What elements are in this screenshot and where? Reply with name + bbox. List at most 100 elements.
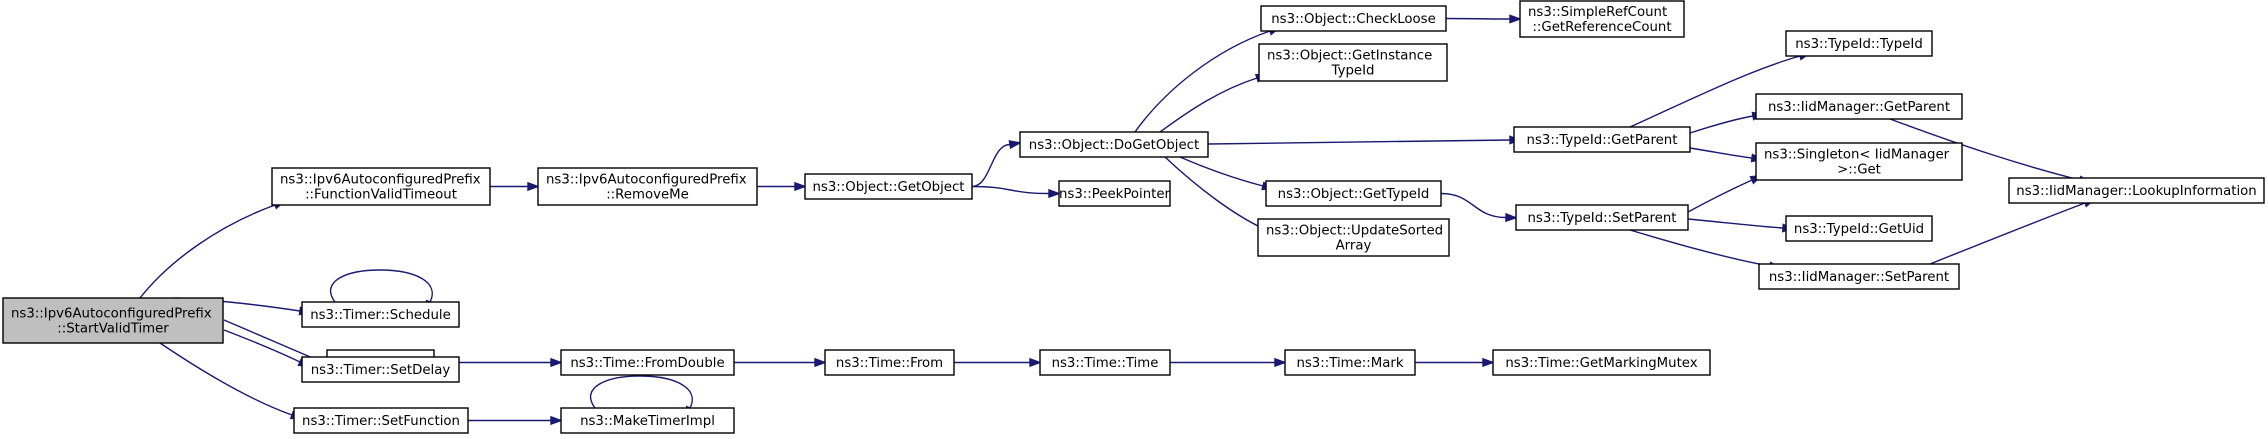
node-box [301, 301, 460, 328]
edge-arrowhead [794, 181, 808, 192]
node-label: TypeId [1331, 64, 1375, 79]
node-label: ns3::TypeId::GetParent [1527, 133, 1678, 148]
edge-line [329, 269, 433, 303]
node-label: ns3::Object::GetTypeId [1278, 187, 1430, 202]
edge-dogetobject-to-getinstance [1159, 73, 1269, 133]
node-box [1258, 43, 1448, 82]
node-fvt[interactable]: ns3::Ipv6AutoconfiguredPrefix::FunctionV… [271, 167, 491, 206]
edge-tidsetparent-to-iidsetparent [1629, 229, 1782, 271]
edge-arrowhead [1008, 140, 1022, 150]
node-objgettypeid[interactable]: ns3::Object::GetTypeId [1265, 180, 1442, 207]
node-iidgetparent[interactable]: ns3::IidManager::GetParent [1755, 93, 1963, 120]
node-setdelay[interactable]: ns3::Timer::SetDelay [301, 356, 460, 383]
node-box [1513, 126, 1691, 153]
node-tidsetparent[interactable]: ns3::TypeId::SetParent [1515, 204, 1689, 231]
node-label: ns3::Ipv6AutoconfiguredPrefix [11, 307, 212, 322]
node-iidsetparent[interactable]: ns3::IidManager::SetParent [1758, 263, 1960, 290]
node-label: ns3::IidManager::SetParent [1769, 270, 1949, 285]
edge-line [1440, 192, 1507, 219]
node-from[interactable]: ns3::Time::From [824, 349, 955, 376]
node-start[interactable]: ns3::Ipv6AutoconfiguredPrefix::StartVali… [2, 297, 224, 344]
edge-fvt-to-removeme [490, 181, 541, 192]
node-box [1755, 142, 1963, 181]
node-checkloose[interactable]: ns3::Object::CheckLoose [1260, 5, 1447, 32]
node-tidtypeid[interactable]: ns3::TypeId::TypeId [1785, 30, 1933, 57]
node-dogetobject[interactable]: ns3::Object::DoGetObject [1019, 131, 1209, 158]
node-box [1519, 0, 1685, 38]
edge-line [1445, 17, 1511, 20]
edge-line [1687, 218, 1784, 229]
node-fromdouble[interactable]: ns3::Time::FromDouble [560, 349, 735, 376]
node-label: ns3::Time::From [836, 356, 943, 371]
node-box [1257, 218, 1450, 257]
node-label: ns3::IidManager::GetParent [1768, 100, 1950, 115]
edge-line [139, 204, 276, 299]
node-label: ns3::Object::CheckLoose [1271, 12, 1436, 27]
node-label: ::StartValidTimer [57, 322, 169, 337]
node-box [2, 297, 224, 344]
node-label: ns3::Time::Mark [1296, 356, 1403, 371]
edge-line [1689, 147, 1753, 159]
node-label: ns3::Ipv6AutoconfiguredPrefix [546, 173, 747, 188]
edge-mark-to-mutex [1414, 357, 1496, 368]
node-box [301, 356, 460, 383]
edge-line [1159, 77, 1258, 133]
node-label: ::RemoveMe [606, 188, 689, 203]
node-setfunction[interactable]: ns3::Timer::SetFunction [293, 407, 469, 434]
node-box [2008, 177, 2265, 204]
node-mutex[interactable]: ns3::Time::GetMarkingMutex [1492, 349, 1711, 376]
node-maketimerimpl[interactable]: ns3::MakeTimerImpl [560, 407, 735, 434]
edge-from-to-time [953, 357, 1043, 368]
edge-line [1207, 139, 1511, 145]
node-box [560, 349, 735, 376]
edge-objgettypeid-to-tidsetparent [1440, 192, 1519, 223]
node-label: ns3::Singleton< IidManager [1764, 148, 1950, 163]
edge-line [1629, 55, 1801, 128]
node-removeme[interactable]: ns3::Ipv6AutoconfiguredPrefix::RemoveMe [537, 167, 758, 206]
node-tidgetuid[interactable]: ns3::TypeId::GetUid [1785, 215, 1933, 242]
node-mark[interactable]: ns3::Time::Mark [1284, 349, 1416, 376]
node-box [1785, 215, 1933, 242]
node-getrefcount[interactable]: ns3::SimpleRefCount::GetReferenceCount [1519, 0, 1685, 38]
edge-line [1179, 156, 1264, 187]
edge-fromdouble-to-from [733, 357, 828, 368]
node-lookup[interactable]: ns3::IidManager::LookupInformation [2008, 177, 2265, 204]
node-box [560, 407, 735, 434]
edge-line [1629, 229, 1771, 267]
node-box [293, 407, 469, 434]
node-label: ns3::Timer::SetFunction [302, 414, 460, 429]
node-label: ns3::Object::DoGetObject [1029, 138, 1199, 153]
edge-line [1889, 118, 2081, 181]
node-tidgetparent[interactable]: ns3::TypeId::GetParent [1513, 126, 1691, 153]
node-singleton[interactable]: ns3::Singleton< IidManager >::Get [1755, 142, 1963, 181]
node-box [271, 167, 491, 206]
edge-tidgetparent-to-singleton [1689, 147, 1764, 163]
edge-line [223, 329, 301, 363]
edge-arrowhead [814, 357, 828, 368]
node-box [1758, 263, 1960, 290]
edge-line [1689, 115, 1754, 134]
edge-line [971, 185, 1050, 195]
node-peekpointer[interactable]: ns3::PeekPointer [1058, 180, 1171, 207]
node-label: ns3::Timer::Schedule [310, 308, 451, 323]
node-getobject[interactable]: ns3::Object::GetObject [804, 173, 973, 200]
node-box [1785, 30, 1933, 57]
node-label: ns3::Object::GetInstance [1267, 49, 1432, 64]
node-schedule[interactable]: ns3::Timer::Schedule [301, 301, 460, 328]
edge-removeme-to-getobject [757, 181, 808, 192]
edge-line [223, 319, 323, 363]
edge-arrowhead [550, 357, 564, 368]
edge-arrowhead [527, 181, 541, 192]
node-box [1755, 93, 1963, 120]
node-label: ns3::TypeId::GetUid [1794, 222, 1924, 237]
node-time[interactable]: ns3::Time::Time [1039, 349, 1171, 376]
node-label: ns3::Ipv6AutoconfiguredPrefix [280, 173, 481, 188]
edge-time-to-mark [1169, 357, 1288, 368]
node-label: ns3::SimpleRefCount [1528, 5, 1667, 20]
edge-arrowhead [1274, 357, 1288, 368]
node-label: ns3::MakeTimerImpl [580, 414, 715, 429]
